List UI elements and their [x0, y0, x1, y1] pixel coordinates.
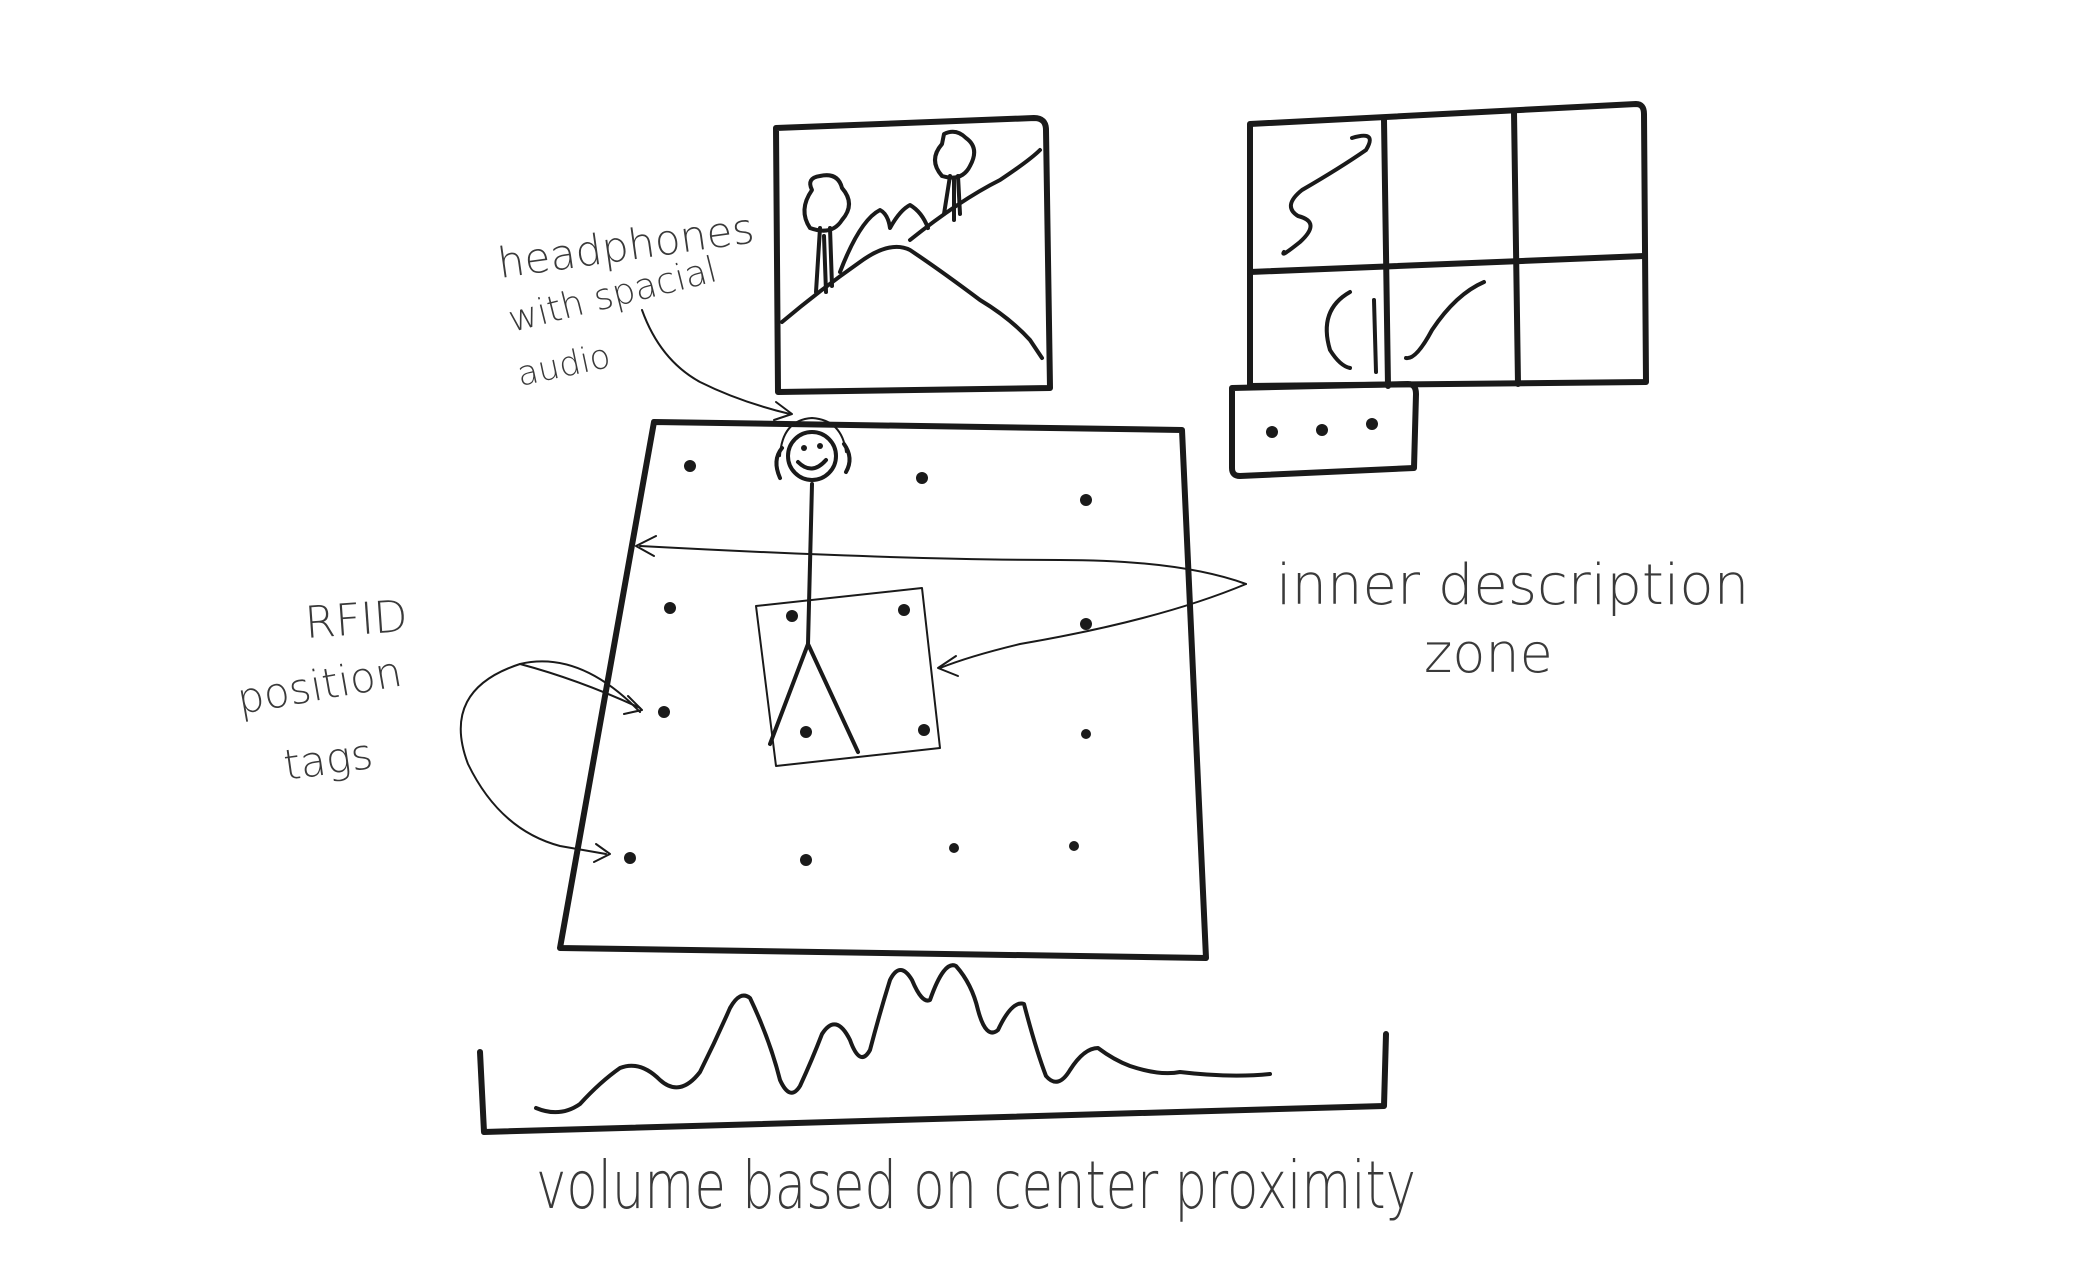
visitor-figure: [768, 417, 860, 754]
rfid-arrows: [459, 660, 643, 863]
volume-waveform: [477, 963, 1389, 1135]
floor-area: [557, 417, 1209, 961]
inner-zone-arrows: [635, 535, 1247, 677]
volume-caption: volume based on center proximity: [536, 1147, 1416, 1224]
rfid-label-line2: position: [233, 647, 405, 724]
grid-painting: [1247, 101, 1649, 389]
inner-zone-label: inner description zone: [1276, 553, 1749, 685]
inner-zone-box: [755, 587, 941, 767]
landscape-painting: [773, 115, 1053, 395]
dots-panel: [1229, 381, 1419, 479]
headphones-arrow: [641, 309, 793, 421]
inner-zone-label-line1: inner description: [1276, 553, 1749, 618]
inner-zone-label-line2: zone: [1424, 622, 1553, 685]
rfid-tags: [624, 460, 1092, 866]
rfid-label-line3: tags: [281, 729, 376, 790]
headphones-label-line3: audio: [514, 336, 614, 395]
headphones-label: headphones with spacial audio: [495, 203, 757, 394]
rfid-label: RFID position tags: [233, 591, 409, 790]
rfid-label-line1: RFID: [303, 591, 409, 649]
